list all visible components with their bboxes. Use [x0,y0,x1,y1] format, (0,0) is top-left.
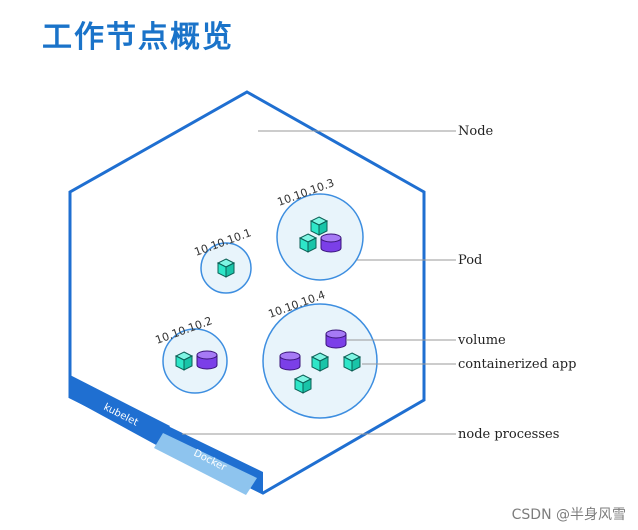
node-hexagon [68,90,426,495]
volume-icon [320,233,342,253]
volume-icon [325,329,347,349]
watermark: CSDN @半身风雪 [511,507,626,523]
container-icon [310,216,328,236]
pod-label: Pod [458,253,482,268]
container-icon [343,352,361,372]
container-icon [311,352,329,372]
node-processes-label: node processes [458,427,559,442]
container-icon [217,258,235,278]
volume-label: volume [457,333,506,348]
volume-icon [279,351,301,371]
docker-band [154,433,257,495]
containerized-app-label: containerized app [458,357,576,372]
container-icon [294,374,312,394]
pod-circle-3 [276,193,364,281]
container-icon [299,233,317,253]
pod-circle-2 [162,328,228,394]
page-title: 工作节点概览 [42,20,234,55]
container-icon [175,351,193,371]
volume-icon [196,350,218,370]
node-label: Node [458,124,494,139]
kubelet-band-fill [70,375,170,446]
